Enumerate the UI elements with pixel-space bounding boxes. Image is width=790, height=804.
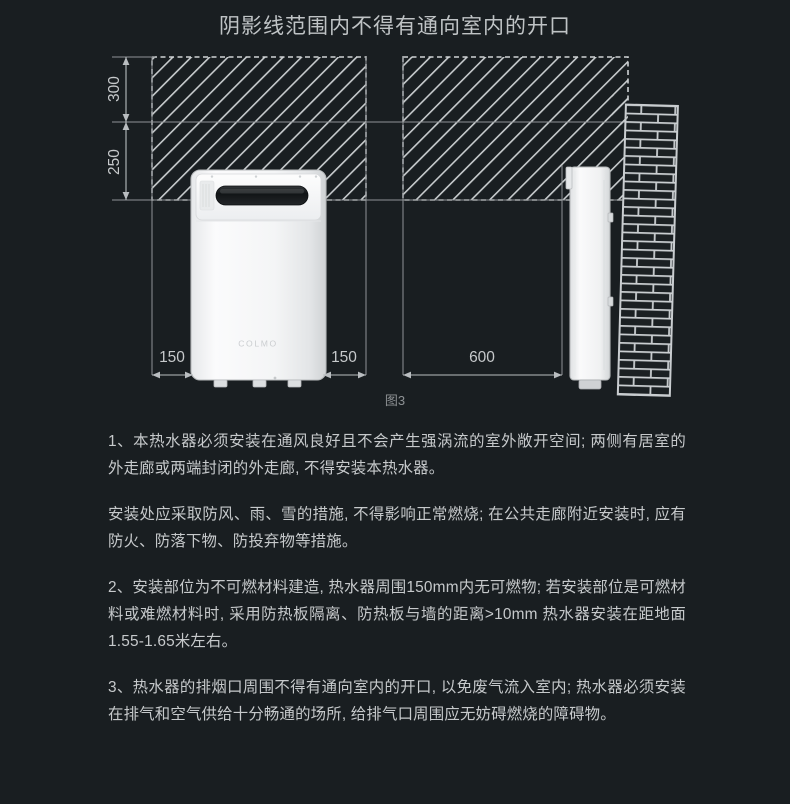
dimension-300-label: 300	[106, 76, 123, 102]
dimension-600-label: 600	[469, 349, 495, 366]
installation-notes: 1、本热水器必须安装在通风良好且不会产生强涡流的室外敞开空间; 两侧有居室的外走…	[108, 428, 686, 728]
dimension-150-left-label: 150	[159, 349, 185, 366]
installation-diagram: 300 250	[0, 45, 790, 420]
note-paragraph-3: 2、安装部位为不可燃材料建造, 热水器周围150mm内无可燃物; 若安装部位是可…	[108, 579, 686, 650]
dimension-600	[403, 371, 562, 379]
exhaust-vent	[215, 185, 309, 206]
dimension-250-label: 250	[106, 149, 123, 175]
page-title: 阴影线范围内不得有通向室内的开口	[219, 15, 571, 38]
note-paragraph-4: 3、热水器的排烟口周围不得有通向室内的开口, 以免废气流入室内; 热水器必须安装…	[108, 679, 686, 723]
figure-caption: 图3	[384, 393, 406, 408]
front-view-water-heater: COLMO	[190, 169, 327, 388]
dimension-150-right	[323, 371, 366, 379]
dimension-150-right-label: 150	[331, 349, 357, 366]
brand-logo: COLMO	[238, 338, 278, 348]
dimension-300	[122, 57, 130, 122]
note-paragraph-2: 安装处应采取防风、雨、雪的措施, 不得影响正常燃烧; 在公共走廊附近安装时, 应…	[108, 506, 686, 550]
brick-wall	[616, 103, 679, 397]
note-paragraph-1: 1、本热水器必须安装在通风良好且不会产生强涡流的室外敞开空间; 两侧有居室的外走…	[108, 433, 686, 477]
side-view-water-heater	[565, 166, 614, 390]
dimension-250	[122, 122, 130, 200]
dimension-150-left	[152, 371, 193, 379]
wall-top-hatch	[612, 95, 628, 125]
